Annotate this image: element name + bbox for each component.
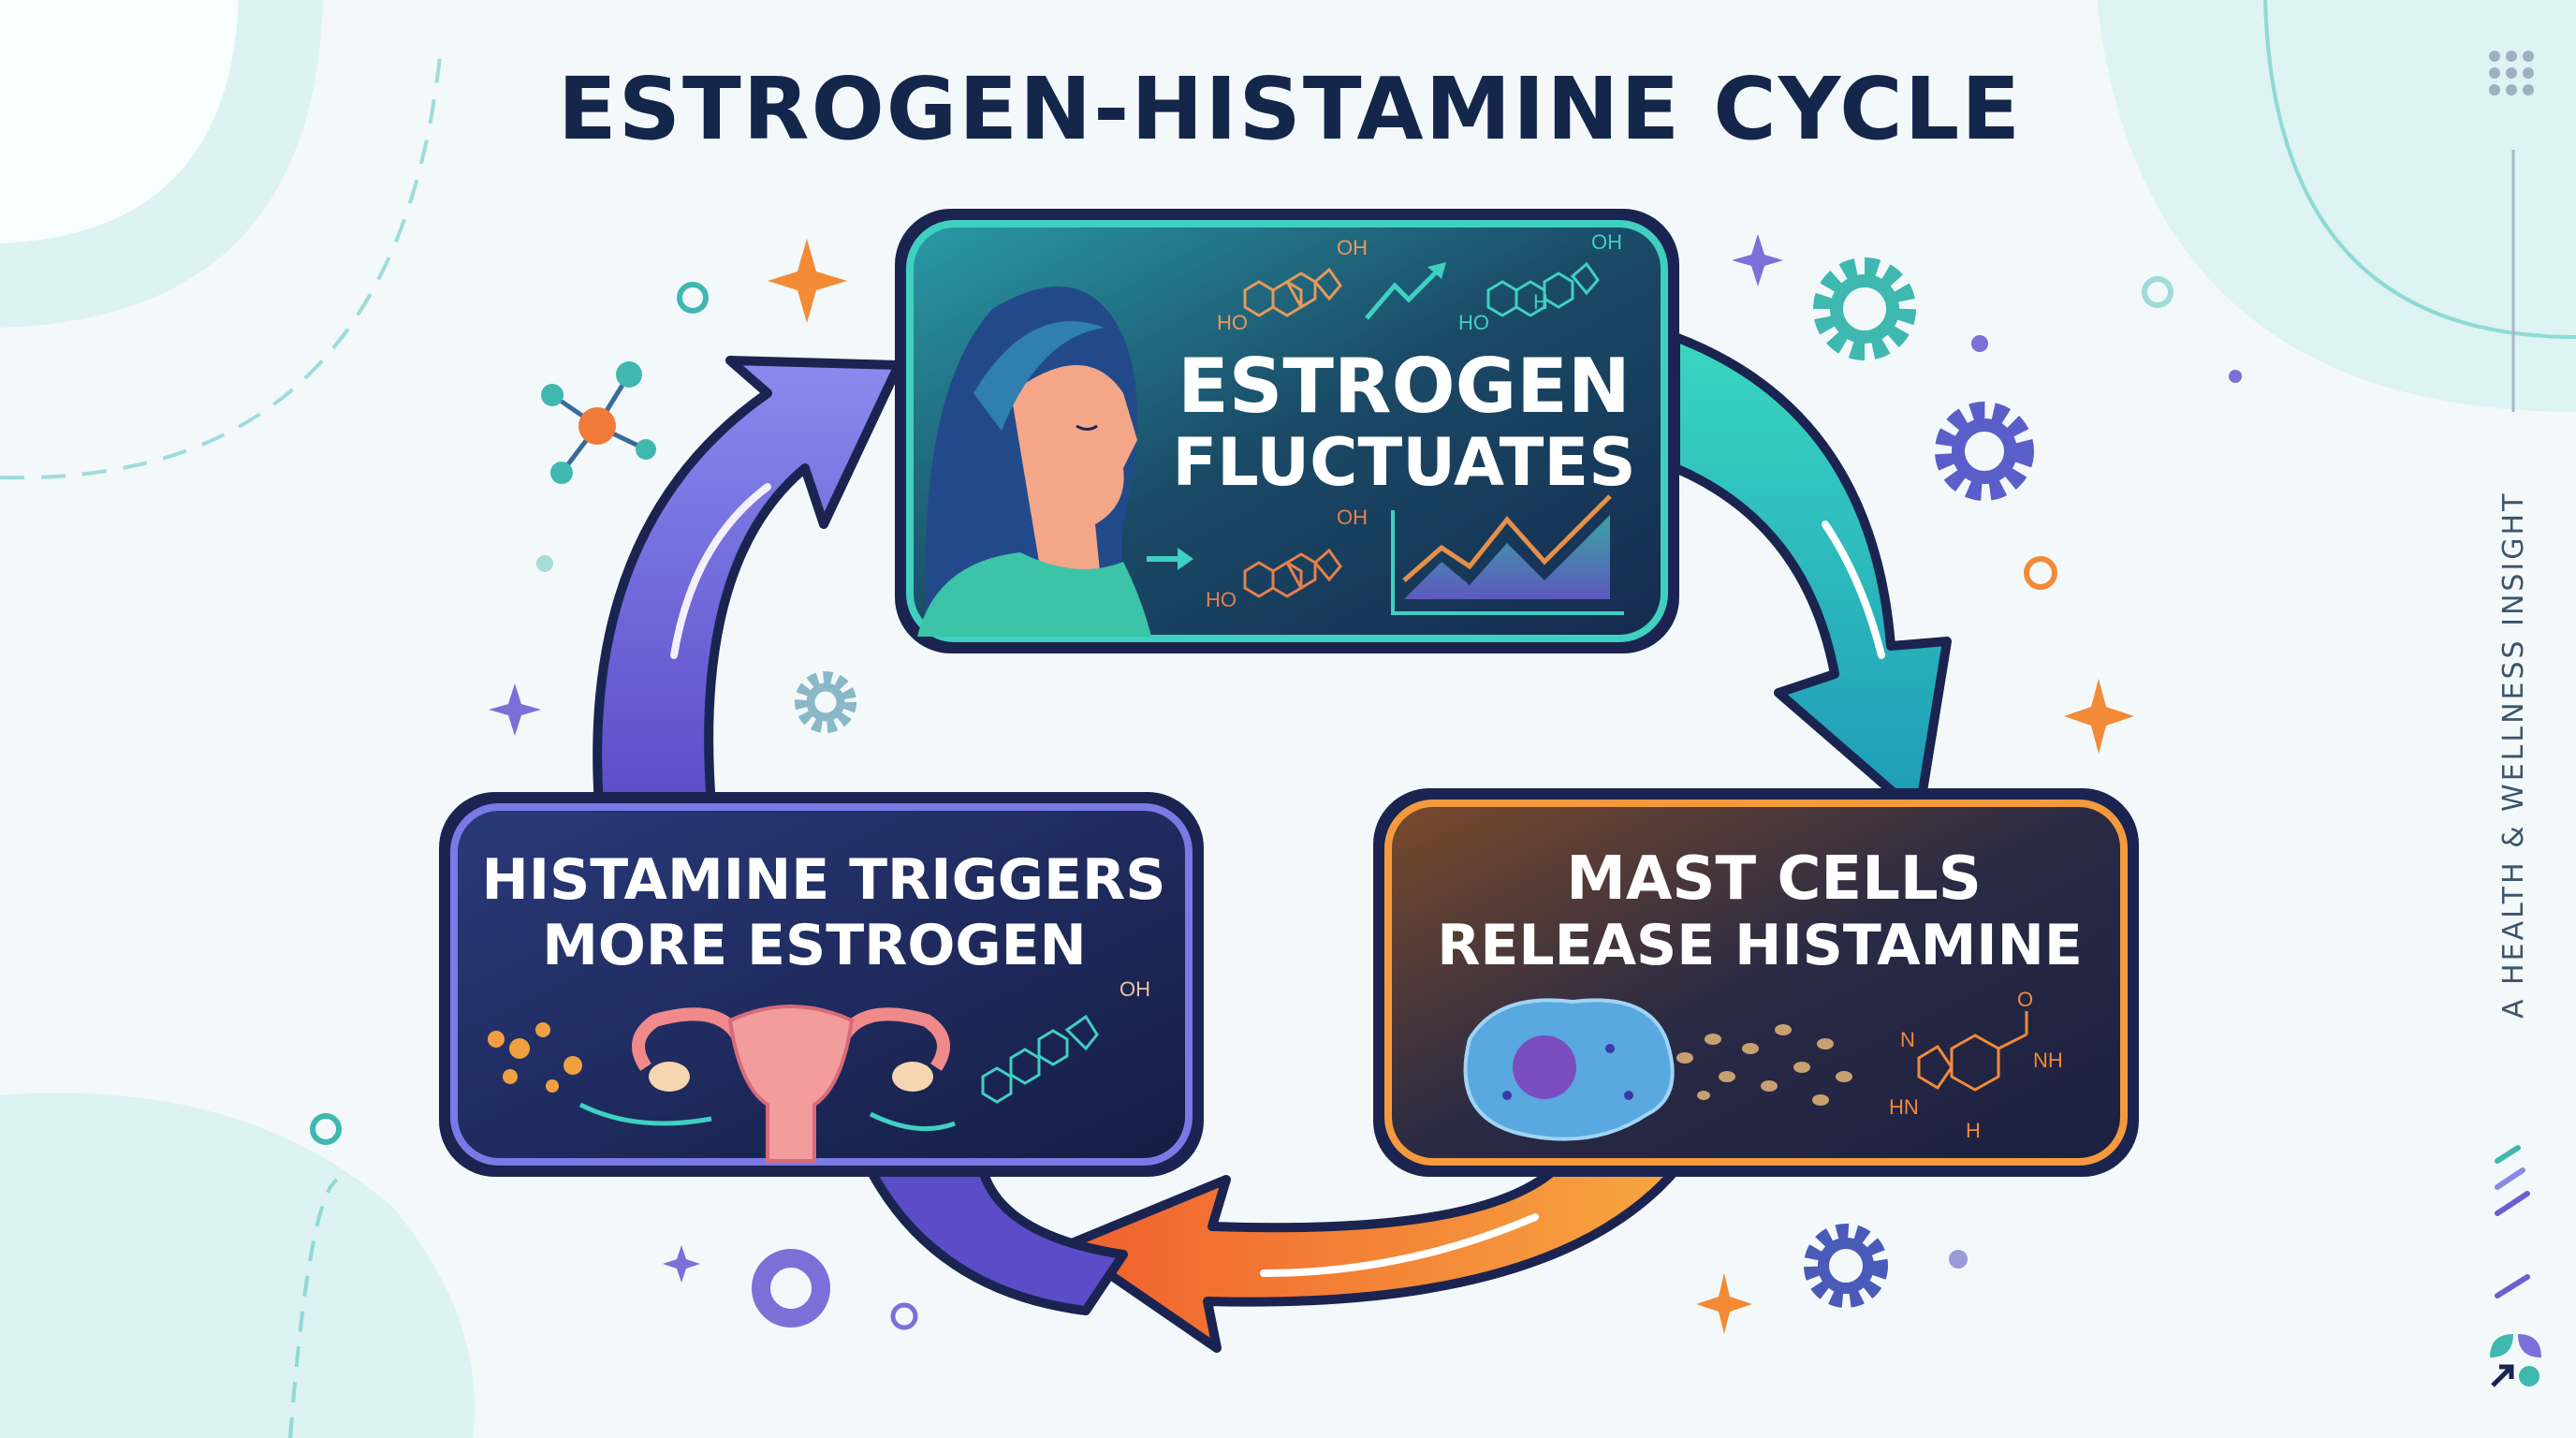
step-title-line1: HISTAMINE TRIGGERS: [482, 847, 1166, 913]
svg-text:OH: OH: [1337, 236, 1368, 259]
cycle-arrow-teal: [1671, 332, 1952, 819]
svg-text:N: N: [1900, 1028, 1915, 1051]
estrogen-molecule-icon: HO OH: [1217, 236, 1368, 334]
woman-profile-icon: [917, 286, 1151, 637]
step-title-line1: MAST CELLS: [1566, 844, 1982, 914]
svg-text:OH: OH: [1120, 977, 1150, 1001]
step-estrogen-fluctuates: HO OH HO OH H ESTROGEN FLUCTUATES HO: [895, 209, 1679, 653]
estrogen-molecule-icon: OH: [981, 977, 1150, 1104]
svg-text:OH: OH: [1591, 230, 1622, 254]
svg-text:H: H: [1533, 290, 1548, 314]
step-title-line2: RELEASE HISTAMINE: [1437, 913, 2083, 978]
cycle-arrow-orange: [866, 1166, 1680, 1353]
sparkle-icon: [489, 234, 1783, 1283]
estrogen-molecule-icon: HO OH: [1206, 506, 1368, 611]
svg-text:HO: HO: [1458, 311, 1489, 334]
svg-text:NH: NH: [2033, 1049, 2063, 1072]
gear-icon: [1804, 1224, 1888, 1308]
dot-decor: [310, 276, 2242, 1330]
gear-icon: [1813, 257, 1916, 360]
histamine-granules: [1676, 1024, 1852, 1106]
gear-icon: [795, 671, 856, 733]
mast-cell-icon: [1463, 998, 1675, 1141]
side-caption: A HEALTH & WELLNESS INSIGHT: [2497, 492, 2530, 1019]
step-title-line2: FLUCTUATES: [1172, 424, 1635, 501]
logo-icon: [2490, 1145, 2541, 1387]
arrow-curved-icon: [869, 1111, 956, 1132]
trend-chart-icon: [1391, 494, 1624, 615]
histamine-granules: [488, 1022, 582, 1093]
trend-up-icon: [1365, 262, 1446, 320]
arrow-curved-icon: [578, 1102, 712, 1126]
uterus-icon: [632, 1005, 950, 1163]
gear-icon: [1935, 402, 2034, 501]
svg-text:O: O: [2017, 988, 2033, 1011]
grid-dots-icon: [2489, 51, 2534, 95]
svg-text:OH: OH: [1337, 506, 1368, 529]
step-title-line2: MORE ESTROGEN: [542, 913, 1087, 978]
page-title: ESTROGEN-HISTAMINE CYCLE: [558, 59, 2022, 159]
arrow-right-icon: [1147, 548, 1193, 570]
step-title-line1: ESTROGEN: [1178, 343, 1631, 430]
cycle-arrow-purple: [593, 356, 903, 810]
estrogen-molecule-icon: HO OH H: [1458, 230, 1622, 334]
svg-text:H: H: [1966, 1119, 1981, 1142]
svg-text:HO: HO: [1206, 588, 1237, 611]
histamine-molecule-icon: N HN H O NH: [1889, 988, 2063, 1142]
step-mast-cells-release-histamine: MAST CELLS RELEASE HISTAMINE N HN H O NH: [1373, 788, 2139, 1177]
svg-text:HO: HO: [1217, 311, 1248, 334]
molecule-icon: [541, 361, 656, 484]
step-histamine-triggers-more-estrogen: HISTAMINE TRIGGERS MORE ESTROGEN OH: [439, 792, 1204, 1177]
svg-text:HN: HN: [1889, 1095, 1919, 1119]
sparkle-icon: [768, 239, 2134, 1334]
